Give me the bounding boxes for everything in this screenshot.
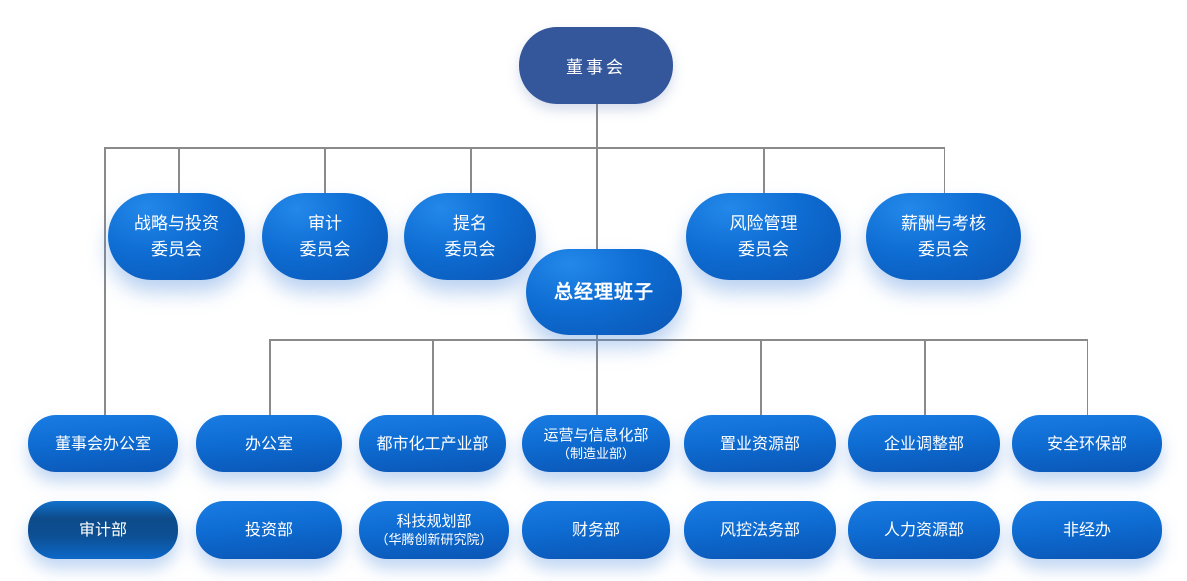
- connector-drop-compensation: [943, 147, 945, 194]
- connector-drop-realty: [760, 339, 762, 415]
- connector-drop-audit-committee: [324, 147, 326, 194]
- connector-drop-safety: [1086, 339, 1088, 415]
- dept-label: 办公室: [244, 433, 293, 453]
- connector-drop-risk: [763, 147, 765, 194]
- dept-label: 科技规划部: [396, 512, 472, 530]
- dept-label: 财务部: [571, 520, 620, 539]
- dept-risk-legal: 风控法务部: [684, 501, 836, 559]
- dept-human-resources: 人力资源部: [848, 501, 1000, 559]
- dept-label: 运营与信息化部: [543, 425, 649, 444]
- dept-operations-informatization: 运营与信息化部 （制造业部）: [522, 415, 670, 472]
- committee-label-line2: 委员会: [299, 239, 351, 260]
- committee-label-line1: 风险管理: [729, 213, 798, 234]
- committee-label-line1: 薪酬与考核: [901, 213, 986, 234]
- committee-label-line2: 委员会: [444, 239, 496, 260]
- dept-label: 风控法务部: [719, 520, 800, 539]
- committee-audit: 审计 委员会: [262, 193, 388, 280]
- dept-label: 置业资源部: [719, 433, 800, 453]
- connector-root-down: [596, 104, 598, 250]
- connector-drop-strategy: [178, 147, 180, 194]
- connector-drop-enterprise-adjustment: [924, 339, 926, 415]
- dept-label: 安全环保部: [1046, 433, 1127, 453]
- dept-audit: 审计部: [28, 501, 178, 559]
- committee-label-line1: 提名: [453, 213, 487, 234]
- connector-drop-office: [269, 339, 271, 415]
- dept-office: 办公室: [196, 415, 342, 472]
- committee-risk-management: 风险管理 委员会: [686, 193, 841, 280]
- dept-safety-environment: 安全环保部: [1012, 415, 1162, 472]
- board-label: 董事会: [566, 58, 626, 78]
- dept-enterprise-adjustment: 企业调整部: [848, 415, 1000, 472]
- connector-drop-board-office: [104, 147, 106, 415]
- dept-board-office: 董事会办公室: [28, 415, 178, 472]
- committee-label-line2: 委员会: [738, 239, 789, 260]
- dept-label: 投资部: [244, 520, 293, 539]
- dept-urban-chemical: 都市化工产业部: [359, 415, 506, 472]
- dept-finance: 财务部: [522, 501, 670, 559]
- dept-tech-planning: 科技规划部 （华腾创新研究院）: [359, 501, 509, 559]
- gm-team-label: 总经理班子: [553, 281, 654, 303]
- connector-level2-bus: [269, 339, 1088, 341]
- dept-investment: 投资部: [196, 501, 342, 559]
- dept-label: 审计部: [78, 520, 127, 539]
- dept-sublabel: （华腾创新研究院）: [375, 533, 493, 548]
- connector-gm-down: [596, 330, 598, 415]
- connector-drop-nomination: [470, 147, 472, 194]
- committee-label-line1: 审计: [308, 213, 342, 234]
- committee-strategy-investment: 战略与投资 委员会: [108, 193, 245, 280]
- dept-label: 企业调整部: [883, 433, 964, 453]
- committee-label-line2: 委员会: [918, 239, 969, 260]
- dept-realty-resources: 置业资源部: [684, 415, 836, 472]
- board-node: 董事会: [519, 27, 673, 104]
- connector-drop-urban-chemical: [432, 339, 434, 415]
- connector-level1-bus: [104, 147, 945, 149]
- dept-label: 非经办: [1062, 520, 1111, 539]
- dept-label: 董事会办公室: [54, 433, 151, 453]
- dept-non-operating: 非经办: [1012, 501, 1162, 559]
- committee-label-line2: 委员会: [151, 239, 202, 260]
- committee-label-line1: 战略与投资: [134, 213, 219, 234]
- gm-team-node: 总经理班子: [526, 249, 682, 335]
- dept-label: 都市化工产业部: [376, 433, 489, 453]
- committee-compensation-assessment: 薪酬与考核 委员会: [866, 193, 1021, 280]
- dept-label: 人力资源部: [883, 520, 964, 539]
- committee-nomination: 提名 委员会: [404, 193, 536, 280]
- dept-sublabel: （制造业部）: [556, 446, 635, 462]
